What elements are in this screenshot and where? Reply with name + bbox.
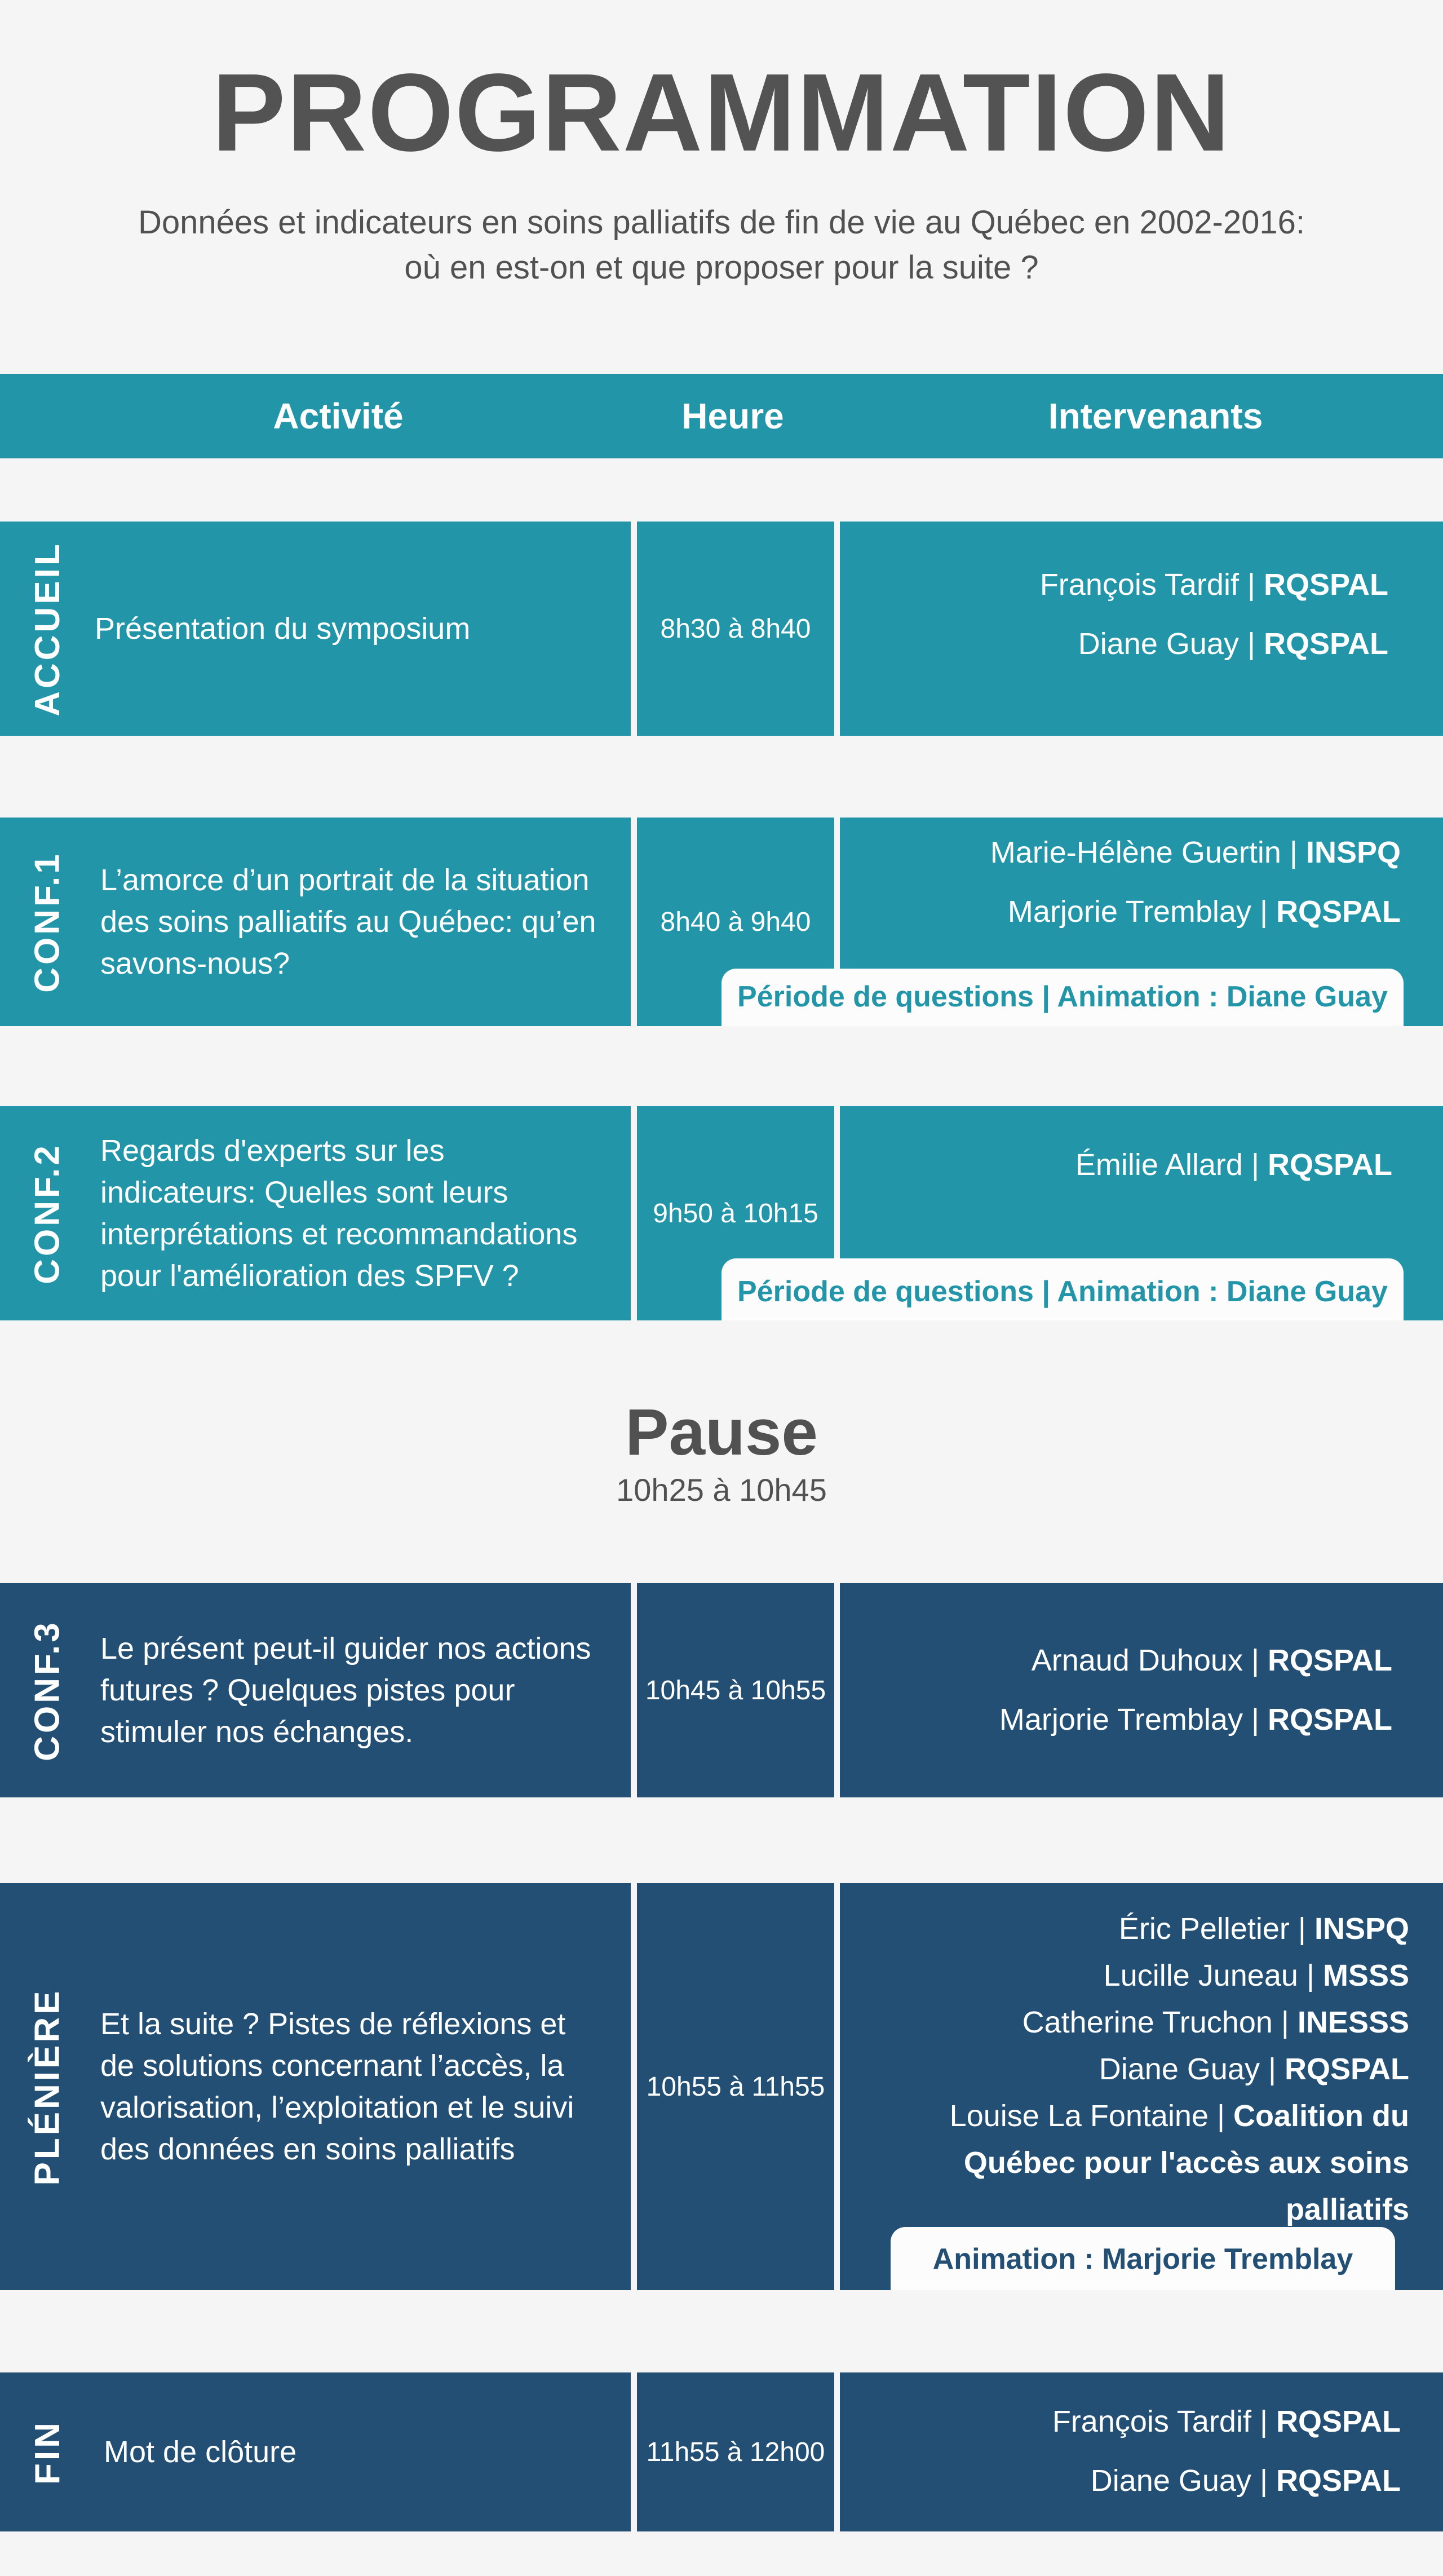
pause-title: Pause [625,1395,818,1469]
time-cell: 8h30 à 8h40 [637,522,834,736]
activity-text: Le présent peut-il guider nos actions fu… [100,1632,591,1749]
section-label: CONF.2 [28,1142,67,1284]
section-label-cell: PLÉNIÈRE [0,1883,95,2290]
pause-time: 10h25 à 10h45 [616,1472,827,1508]
section-conf1: CONF.1 L’amorce d’un portrait de la situ… [0,818,1443,1026]
speaker-list: Émilie Allard | RQSPAL [1075,1135,1392,1195]
speaker-item: Diane Guay | RQSPAL [1090,2464,1401,2498]
section-label-cell: ACCUEIL [0,522,95,736]
animation-box: Animation : Marjorie Tremblay [891,2227,1395,2290]
speaker-list: Arnaud Duhoux | RQSPAL Marjorie Tremblay… [999,1631,1392,1749]
speaker-item: Marjorie Tremblay | RQSPAL [1007,895,1401,929]
time-text: 8h30 à 8h40 [660,613,811,644]
section-conf3: CONF.3 Le présent peut-il guider nos act… [0,1583,1443,1797]
speaker-list: François Tardif | RQSPAL Diane Guay | RQ… [1040,555,1388,674]
header-heure: Heure [681,396,784,436]
time-cell: 10h45 à 10h55 [637,1583,834,1797]
subtitle-line-2: où en est-on et que proposer pour la sui… [404,249,1039,286]
speaker-item: Arnaud Duhoux | RQSPAL [1031,1643,1392,1677]
section-label: FIN [28,2419,67,2485]
speakers-cell: Éric Pelletier | INSPQ Lucille Juneau | … [840,1883,1443,2290]
page-title: PROGRAMMATION [212,51,1231,174]
header-intervenants: Intervenants [1048,396,1263,436]
activity-text: Regards d'experts sur les indicateurs: Q… [100,1134,578,1293]
speaker-item: Marie-Hélène Guertin | INSPQ [990,836,1401,869]
speaker-item: Marjorie Tremblay | RQSPAL [999,1703,1392,1737]
speaker-item: Catherine Truchon | INESSS [1022,2005,1409,2039]
activity-cell: L’amorce d’un portrait de la situation d… [95,818,631,1026]
activity-cell: Et la suite ? Pistes de réflexions et de… [95,1883,631,2290]
section-label: CONF.1 [28,851,67,993]
section-label-cell: CONF.3 [0,1583,95,1797]
activity-text: Présentation du symposium [95,612,471,646]
section-label-cell: CONF.2 [0,1106,95,1320]
activity-cell: Présentation du symposium [95,522,631,736]
speaker-item: Éric Pelletier | INSPQ [1118,1912,1409,1946]
section-fin: FIN Mot de clôture 11h55 à 12h00 Françoi… [0,2372,1443,2531]
questions-box: Période de questions | Animation : Diane… [722,969,1404,1026]
speaker-list: François Tardif | RQSPAL Diane Guay | RQ… [1052,2392,1401,2511]
activity-cell: Le présent peut-il guider nos actions fu… [95,1583,631,1797]
section-accueil: ACCUEIL Présentation du symposium 8h30 à… [0,522,1443,736]
time-text: 9h50 à 10h15 [653,1198,818,1229]
time-text: 10h55 à 11h55 [646,2071,825,2102]
speakers-cell: François Tardif | RQSPAL Diane Guay | RQ… [840,522,1443,736]
section-label-cell: FIN [0,2372,95,2531]
activity-text: L’amorce d’un portrait de la situation d… [100,863,596,980]
table-header: Activité Heure Intervenants [0,374,1443,458]
time-cell: 10h55 à 11h55 [637,1883,834,2290]
speaker-item: François Tardif | RQSPAL [1039,568,1388,602]
speakers-cell: François Tardif | RQSPAL Diane Guay | RQ… [840,2372,1443,2531]
speaker-item: Louise La Fontaine | Coalition du [949,2099,1409,2133]
activity-text: Mot de clôture [104,2435,297,2469]
section-label-cell: CONF.1 [0,818,95,1026]
page-subtitle: Données et indicateurs en soins palliati… [0,200,1443,290]
speakers-cell: Arnaud Duhoux | RQSPAL Marjorie Tremblay… [840,1583,1443,1797]
speaker-list: Marie-Hélène Guertin | INSPQ Marjorie Tr… [990,823,1401,942]
time-text: 10h45 à 10h55 [645,1675,826,1705]
section-label: CONF.3 [28,1619,67,1761]
questions-box: Période de questions | Animation : Diane… [722,1258,1404,1320]
time-text: 8h40 à 9h40 [660,907,811,937]
speaker-list: Éric Pelletier | INSPQ Lucille Juneau | … [840,1906,1409,2233]
activity-cell: Mot de clôture [95,2372,631,2531]
speaker-item: Émilie Allard | RQSPAL [1075,1148,1392,1182]
time-cell: 11h55 à 12h00 [637,2372,834,2531]
speaker-item: Diane Guay | RQSPAL [1078,627,1388,661]
subtitle-line-1: Données et indicateurs en soins palliati… [138,204,1305,241]
speaker-item: Diane Guay | RQSPAL [1099,2052,1409,2086]
section-conf2: CONF.2 Regards d'experts sur les indicat… [0,1106,1443,1320]
section-label: ACCUEIL [28,541,67,717]
section-label: PLÉNIÈRE [28,1987,67,2186]
section-pleniere: PLÉNIÈRE Et la suite ? Pistes de réflexi… [0,1883,1443,2290]
activity-cell: Regards d'experts sur les indicateurs: Q… [95,1106,631,1320]
speaker-item: Lucille Juneau | MSSS [1103,1959,1409,1992]
header-activite: Activité [273,396,404,436]
speaker-item: Québec pour l'accès aux soins palliatifs [963,2146,1409,2226]
time-text: 11h55 à 12h00 [646,2437,825,2467]
activity-text: Et la suite ? Pistes de réflexions et de… [100,2007,574,2166]
speaker-item: François Tardif | RQSPAL [1052,2405,1401,2438]
